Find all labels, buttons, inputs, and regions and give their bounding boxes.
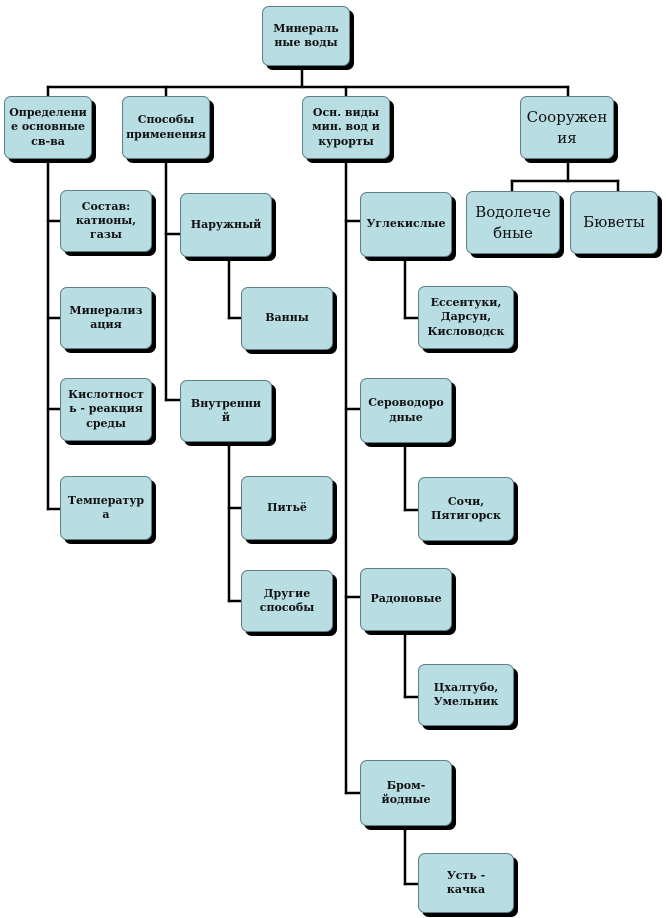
node-usage-internal: Внутренни й (180, 380, 272, 442)
node-usage-drinking: Питьё (241, 476, 333, 540)
node-usage: Способы применения (122, 96, 210, 159)
node-type-radon: Радоновые (360, 568, 452, 631)
node-properties-mineralization: Минерализ ация (60, 287, 152, 349)
node-resort-carbonic: Ессентуки, Дарсун, Кисловодск (418, 286, 514, 349)
node-type-carbonic: Углекислые (360, 192, 452, 257)
node-type-hydrogen-sulfide: Сероводоро дные (360, 378, 452, 443)
node-usage-external: Наружный (180, 193, 272, 257)
node-properties-composition: Состав: катионы, газы (60, 190, 152, 252)
node-properties-acidity: Кислотност ь - реакция среды (60, 378, 152, 441)
node-usage-baths: Ванны (241, 287, 333, 350)
node-properties: Определени е основные св-ва (4, 96, 92, 159)
node-structures-pump-rooms: Бюветы (570, 191, 658, 254)
node-structures-hydropathic: Водолече бные (466, 191, 560, 254)
node-resort-bromine-iodine: Усть - качка (418, 853, 514, 913)
node-usage-other: Другие способы (241, 570, 333, 632)
node-structures: Сооружен ия (520, 96, 614, 159)
node-root: Минераль ные воды (262, 6, 350, 66)
node-properties-temperature: Температур а (60, 476, 152, 540)
node-resort-radon: Цхалтубо, Умельник (418, 664, 514, 726)
node-type-bromine-iodine: Бром- йодные (360, 760, 452, 826)
node-resort-hydrogen-sulfide: Сочи, Пятигорск (418, 477, 514, 541)
node-types: Осн. виды мин. вод и курорты (302, 96, 390, 159)
